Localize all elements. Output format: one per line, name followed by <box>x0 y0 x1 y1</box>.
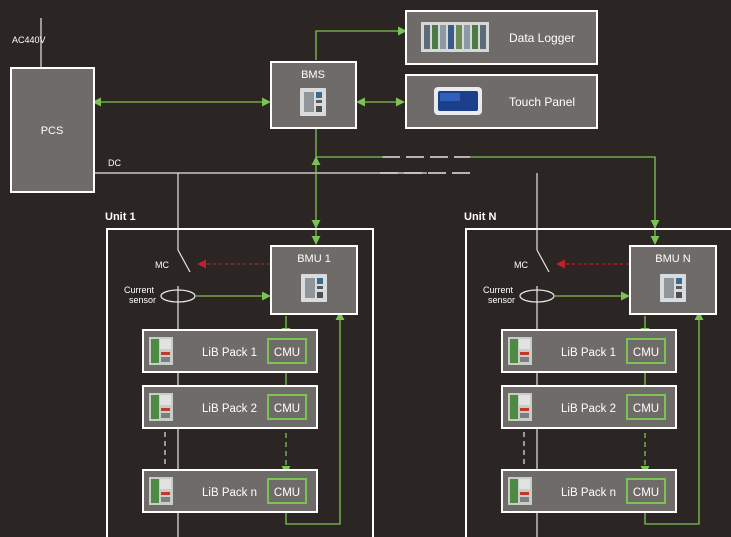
current-sensor-label-line1: Current <box>483 285 514 295</box>
battery-module-icon <box>508 477 532 505</box>
unit-1: Unit 1 MC Current sensor BMU 1 LiB Pack … <box>105 211 374 537</box>
pcs-label: PCS <box>41 125 64 137</box>
lib-pack-row: LiB Pack 2 CMU <box>501 385 677 429</box>
current-sensor-icon <box>519 289 555 303</box>
cmu-label: CMU <box>633 403 659 415</box>
cmu-label: CMU <box>633 487 659 499</box>
unit-title: Unit N <box>464 211 496 223</box>
bmu-label: BMU 1 <box>297 253 331 265</box>
unit-frame <box>465 228 731 537</box>
dc-label: DC <box>108 158 121 168</box>
current-sensor-label-line2: sensor <box>488 295 515 305</box>
current-sensor-label-line2: sensor <box>129 295 156 305</box>
rack-equipment-icon <box>421 22 489 52</box>
touch-panel-block: Touch Panel <box>405 74 598 129</box>
battery-module-icon <box>149 393 173 421</box>
bmu-label: BMU N <box>655 253 691 265</box>
data-logger-block: Data Logger <box>405 10 598 65</box>
cmu-box <box>267 394 307 420</box>
unit-frame <box>106 228 374 537</box>
lib-pack-row: LiB Pack 2 CMU <box>142 385 318 429</box>
bms-block: BMS <box>270 61 357 129</box>
controller-module-icon <box>301 274 327 302</box>
display-panel-icon <box>434 87 482 115</box>
lib-pack-label: LiB Pack 2 <box>561 403 616 415</box>
lib-pack-row: LiB Pack 1 CMU <box>142 329 318 373</box>
battery-module-icon <box>508 393 532 421</box>
battery-module-icon <box>149 477 173 505</box>
cmu-box <box>626 338 666 364</box>
cmu-label: CMU <box>274 347 300 359</box>
bms-label: BMS <box>301 69 325 81</box>
power-line-dashes <box>380 156 470 174</box>
data-logger-label: Data Logger <box>509 31 575 45</box>
cmu-box <box>267 478 307 504</box>
pcs-block: PCS <box>10 67 95 193</box>
bmu-block: BMU 1 <box>270 245 358 315</box>
touch-panel-label: Touch Panel <box>509 95 575 109</box>
unit-title: Unit 1 <box>105 211 136 223</box>
cmu-box <box>626 478 666 504</box>
lib-pack-row: LiB Pack 1 CMU <box>501 329 677 373</box>
battery-module-icon <box>508 337 532 365</box>
ac-supply-label: AC440V <box>12 35 46 45</box>
lib-pack-label: LiB Pack n <box>561 487 616 499</box>
cmu-box <box>626 394 666 420</box>
bmu-block: BMU N <box>629 245 717 315</box>
lib-pack-label: LiB Pack 1 <box>202 347 257 359</box>
current-sensor-icon <box>160 289 196 303</box>
lib-pack-row: LiB Pack n CMU <box>142 469 318 513</box>
current-sensor-label-line1: Current <box>124 285 155 295</box>
cmu-label: CMU <box>274 487 300 499</box>
communication-lines <box>92 26 704 525</box>
lib-pack-label: LiB Pack 2 <box>202 403 257 415</box>
lib-pack-label: LiB Pack 1 <box>561 347 616 359</box>
unit-n: Unit N MC Current sensor BMU N LiB Pack … <box>464 211 731 537</box>
controller-module-icon <box>300 88 326 116</box>
cmu-label: CMU <box>274 403 300 415</box>
cmu-box <box>267 338 307 364</box>
mc-label: MC <box>514 260 528 270</box>
cmu-label: CMU <box>633 347 659 359</box>
battery-module-icon <box>149 337 173 365</box>
lib-pack-label: LiB Pack n <box>202 487 257 499</box>
mc-label: MC <box>155 260 169 270</box>
lib-pack-row: LiB Pack n CMU <box>501 469 677 513</box>
controller-module-icon <box>660 274 686 302</box>
